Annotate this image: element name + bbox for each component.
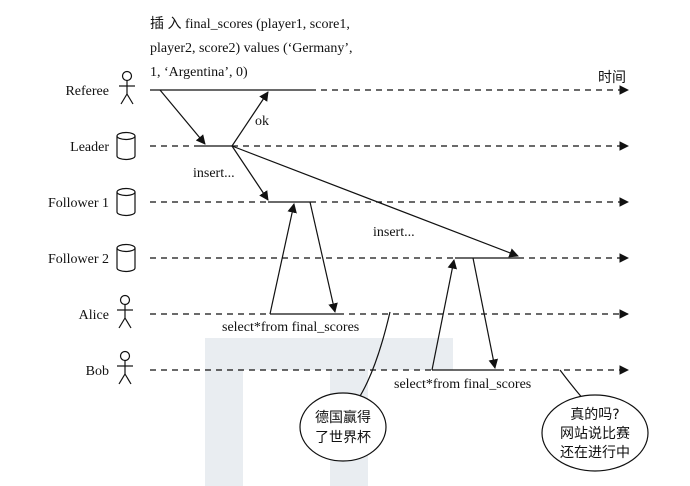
arrow-alice-query-to-follower1: [269, 203, 297, 315]
database-icon-follower1: [116, 187, 136, 217]
title-line-1: 插 入 final_scores (player1, score1,: [150, 16, 350, 32]
time-label: 时间: [598, 70, 626, 86]
message-label-insert-follower2: insert...: [373, 225, 415, 240]
timelines: [150, 85, 629, 375]
participant-label-referee: Referee: [65, 84, 109, 99]
title-line-2: player2, score2) values (‘Germany’,: [150, 41, 353, 56]
arrow-follower2-response-to-bob: [472, 257, 499, 369]
arrow-follower1-response-to-alice: [309, 201, 338, 313]
participant-label-leader: Leader: [70, 140, 109, 155]
person-icon-bob: [117, 350, 133, 385]
database-icon-leader: [116, 131, 136, 161]
message-label-insert-follower1: insert...: [193, 166, 235, 181]
message-label-ok: ok: [255, 114, 269, 129]
bubble-alice-line-2: 了世界杯: [315, 430, 371, 446]
arrow-referee-to-leader: [159, 89, 206, 145]
arrow-leader-ok-to-referee: [231, 91, 269, 147]
speech-bubble-bob: 真的吗? 网站说比赛 还在进行中: [541, 369, 649, 472]
arrow-leader-to-follower2: [231, 145, 519, 258]
bubble-bob-line-2: 网站说比赛: [560, 426, 630, 442]
person-icon-alice: [117, 294, 133, 329]
message-label-alice-query: select*from final_scores: [222, 320, 359, 335]
arrow-leader-to-follower1: [231, 145, 269, 201]
participant-label-follower2: Follower 2: [48, 252, 109, 267]
participant-label-bob: Bob: [86, 364, 109, 379]
participant-label-follower1: Follower 1: [48, 196, 109, 211]
title-line-3: 1, ‘Argentina’, 0): [150, 65, 248, 80]
person-icon-referee: [119, 70, 135, 105]
bubble-bob-line-3: 还在进行中: [560, 445, 630, 461]
speech-bubble-alice: 德国赢得 了世界杯: [299, 311, 391, 462]
arrow-bob-query-to-follower2: [431, 259, 458, 371]
database-icon-follower2: [116, 243, 136, 273]
participant-label-alice: Alice: [79, 308, 109, 323]
bubble-bob-line-1: 真的吗?: [570, 407, 619, 423]
bubble-alice-line-1: 德国赢得: [315, 409, 371, 426]
message-label-bob-query: select*from final_scores: [394, 377, 531, 392]
